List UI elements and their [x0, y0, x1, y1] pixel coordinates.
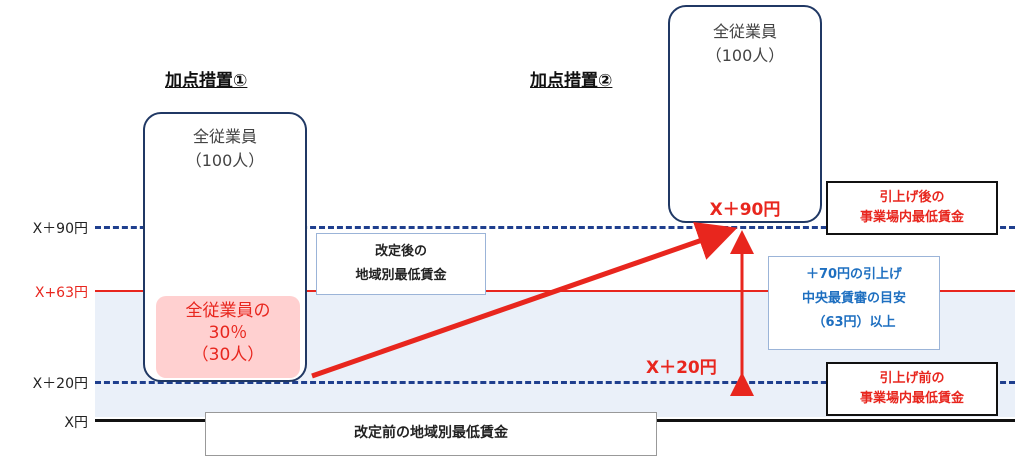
subset-label: 全従業員の: [185, 301, 271, 321]
measure2-all-count: （100人）: [705, 46, 785, 65]
line-x90: [95, 226, 1015, 229]
subset-percent: 30％: [208, 323, 248, 343]
raise-note-box: ＋70円の引上げ 中央最賃審の目安 （63円）以上: [768, 256, 940, 350]
measure2-heading: 加点措置②: [530, 71, 613, 91]
measure1-all-label: 全従業員: [192, 127, 257, 146]
old-regional-wage-label: 改定前の地域別最低賃金: [205, 412, 657, 456]
diagonal-arrow: [311, 221, 738, 379]
label-x63: X+63円: [34, 285, 88, 301]
measure1-subset-box: 全従業員の 30％ （30人）: [156, 296, 300, 378]
new-regional-wage-label: 改定後の 地域別最低賃金: [316, 233, 486, 295]
new-regional-line1: 改定後の: [374, 244, 427, 259]
value-x90: X＋90円: [709, 200, 781, 220]
raise-note-line3: （63円）以上: [812, 315, 896, 330]
label-x0: X円: [64, 415, 88, 431]
line-x20: [95, 381, 1015, 384]
after-raise-label: 引上げ後の 事業場内最低賃金: [826, 181, 998, 235]
measure2-employee-box: 全従業員 （100人） X＋90円: [668, 5, 822, 223]
before-raise-label: 引上げ前の 事業場内最低賃金: [826, 362, 998, 416]
before-raise-line1: 引上げ前の: [879, 371, 945, 386]
label-x20: X＋20円: [32, 376, 88, 392]
new-regional-line2: 地域別最低賃金: [355, 268, 447, 283]
before-raise-line2: 事業場内最低賃金: [859, 391, 964, 406]
measure1-all-count: （100人）: [185, 151, 265, 170]
subset-count: （30人）: [191, 345, 265, 365]
measure1-heading: 加点措置①: [165, 71, 248, 91]
value-x20: X＋20円: [646, 358, 717, 378]
after-raise-line1: 引上げ後の: [879, 190, 945, 205]
raise-note-line2: 中央最賃審の目安: [801, 291, 906, 306]
label-x90: X＋90円: [32, 221, 88, 237]
measure2-all-label: 全従業員: [712, 22, 777, 41]
raise-note-line1: ＋70円の引上げ: [805, 267, 903, 282]
after-raise-line2: 事業場内最低賃金: [859, 210, 964, 225]
